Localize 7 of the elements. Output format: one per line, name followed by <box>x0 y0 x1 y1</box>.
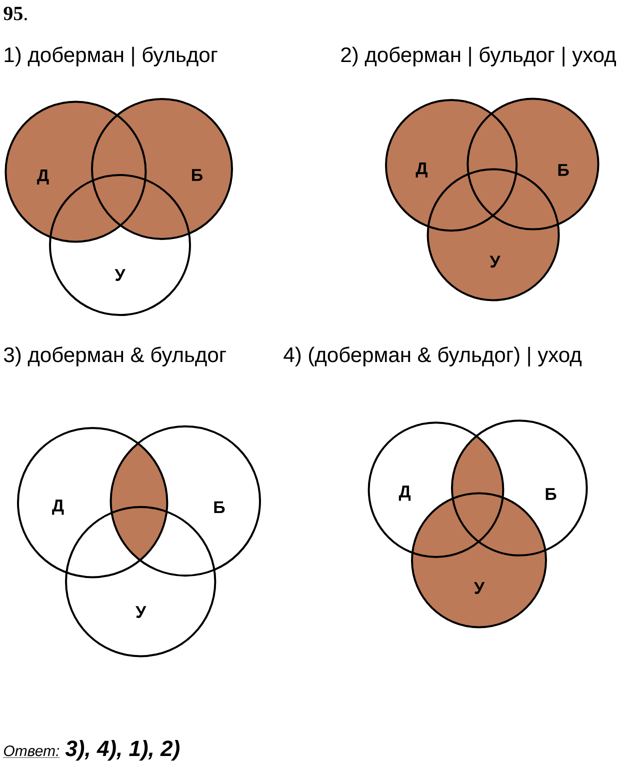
task-number: 95. <box>4 6 27 20</box>
answer-label: Ответ: <box>3 746 60 758</box>
heading: 2) доберман | бульдог | уход <box>341 46 616 66</box>
heading: 1) доберман | бульдог <box>4 46 218 66</box>
heading: 4) (доберман & бульдог) | уход <box>284 346 582 366</box>
heading: 3) доберман & бульдог <box>4 346 226 366</box>
answer-text: 3), 4), 1), 2) <box>65 740 180 761</box>
